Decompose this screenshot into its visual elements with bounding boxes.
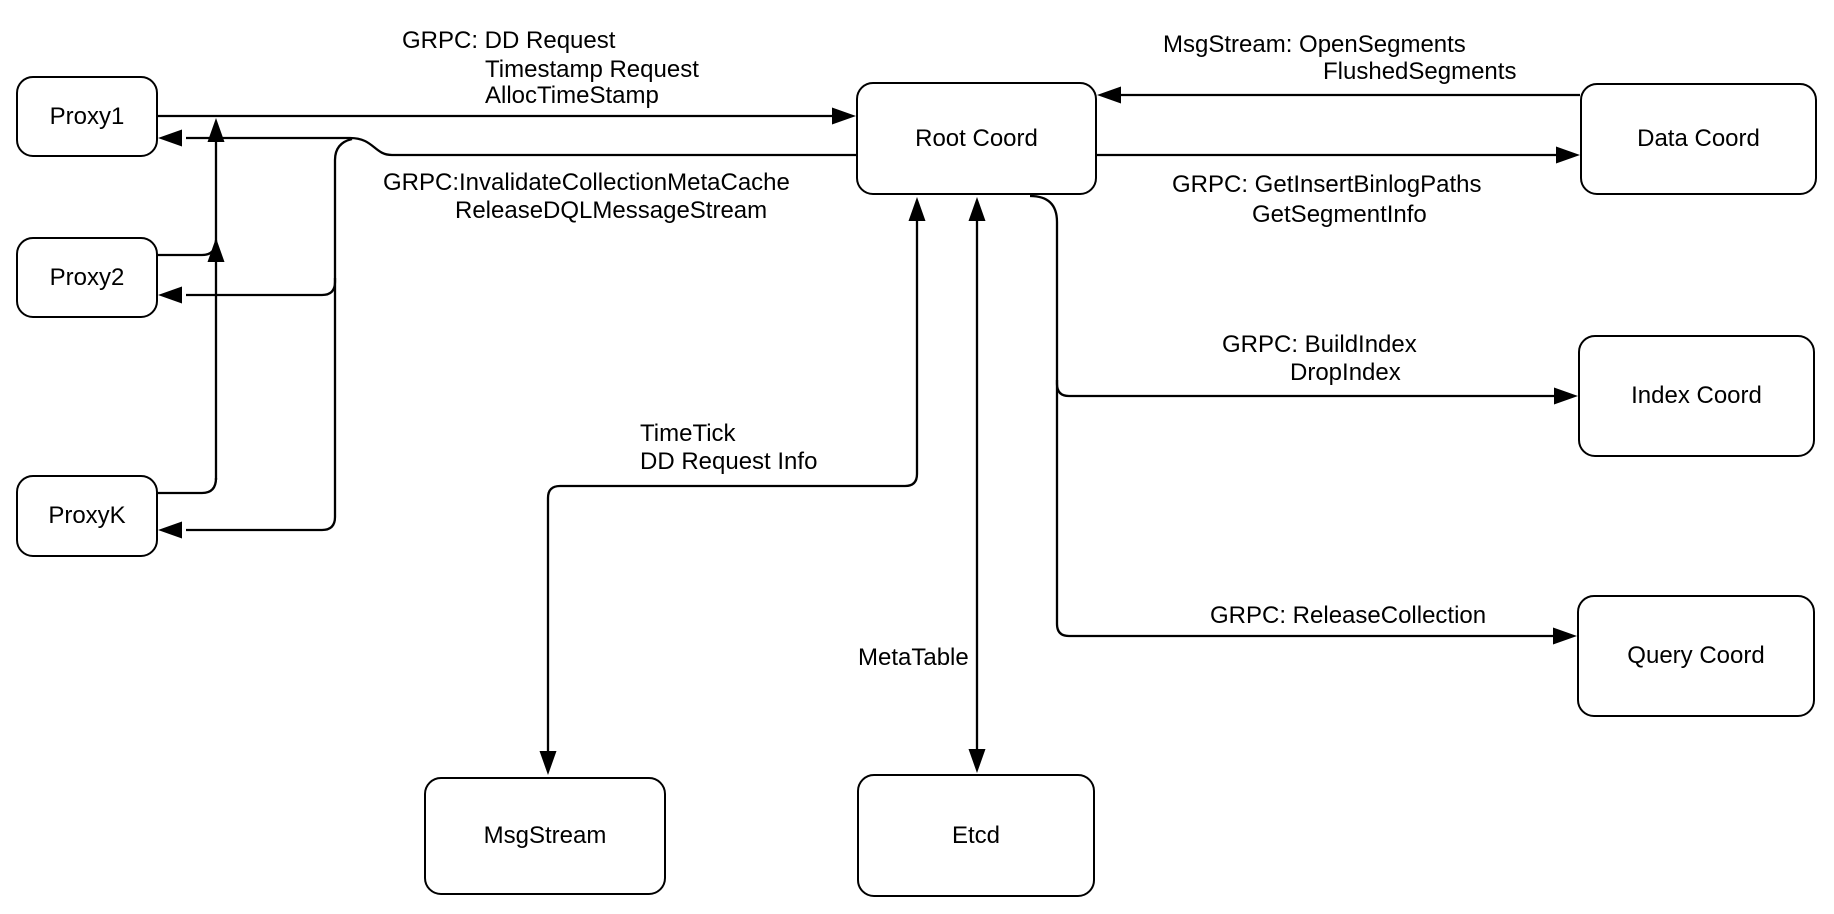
edge-root-to-proxy1 — [186, 136, 856, 157]
node-proxy1: Proxy1 — [16, 76, 158, 157]
arrowhead-into-msgstream — [539, 751, 557, 775]
label-proxy-to-root-line2: Timestamp Request — [485, 56, 699, 83]
edge-root-to-proxy2 — [186, 137, 353, 297]
label-root-to-query: GRPC: ReleaseCollection — [1210, 602, 1487, 629]
arrowhead-into-root-right — [1097, 86, 1121, 104]
label-root-to-proxies-line1: GRPC:InvalidateCollectionMetaCache — [383, 169, 790, 196]
node-msgstream: MsgStream — [424, 777, 666, 895]
arrowhead-into-proxy1 — [158, 129, 182, 147]
arrowhead-merge-top-up — [207, 118, 225, 142]
node-root-coord-label: Root Coord — [915, 124, 1038, 152]
node-data-coord: Data Coord — [1580, 83, 1817, 195]
node-query-coord: Query Coord — [1577, 595, 1815, 717]
edge-proxy2-feeder — [158, 239, 218, 257]
label-root-to-index-line2: DropIndex — [1290, 359, 1401, 386]
arrowhead-into-index — [1554, 387, 1578, 405]
arrowhead-into-etcd — [968, 749, 986, 773]
label-proxy-to-root-line1: GRPC: DD Request — [402, 27, 616, 54]
arrowhead-into-proxyk — [158, 521, 182, 539]
node-root-coord: Root Coord — [856, 82, 1097, 195]
node-proxyk-label: ProxyK — [48, 502, 126, 529]
node-etcd: Etcd — [857, 774, 1095, 897]
edge-root-to-proxyk — [186, 278, 337, 532]
node-proxy2-label: Proxy2 — [49, 263, 125, 291]
label-root-to-data-line2: GetSegmentInfo — [1252, 201, 1427, 228]
node-proxyk: ProxyK — [16, 475, 158, 557]
arrowhead-into-proxy2 — [158, 286, 182, 304]
node-etcd-label: Etcd — [951, 821, 1001, 849]
edge-proxyk-feeder — [158, 477, 218, 495]
node-index-coord-label: Index Coord — [1631, 382, 1762, 409]
arrowhead-merge-mid-up — [207, 238, 225, 262]
arrowhead-etcd-into-root — [968, 197, 986, 221]
arrowhead-into-data — [1556, 146, 1580, 164]
label-root-to-data-line1: GRPC: GetInsertBinlogPaths — [1172, 171, 1482, 198]
node-index-coord: Index Coord — [1578, 335, 1815, 457]
edge-root-to-query — [1055, 380, 1557, 638]
arrowhead-into-query — [1553, 627, 1577, 645]
label-root-etcd: MetaTable — [858, 644, 969, 671]
label-data-to-root-line1: MsgStream: OpenSegments — [1163, 31, 1466, 58]
node-query-coord-label: Query Coord — [1627, 642, 1765, 669]
node-proxy2: Proxy2 — [16, 237, 158, 318]
label-root-to-index-line1: GRPC: BuildIndex — [1222, 331, 1417, 358]
edge-root-msgstream — [546, 218, 919, 754]
node-data-coord-label: Data Coord — [1637, 125, 1760, 152]
arrowhead-into-root-left — [832, 107, 856, 125]
arrowhead-msgstream-into-root — [908, 197, 926, 221]
label-root-msgstream-line2: DD Request Info — [640, 448, 818, 475]
label-proxy-to-root-line3: AllocTimeStamp — [485, 82, 659, 109]
label-data-to-root-line2: FlushedSegments — [1323, 58, 1517, 85]
label-root-msgstream-line1: TimeTick — [640, 420, 736, 447]
node-proxy1-label: Proxy1 — [49, 102, 125, 130]
node-msgstream-label: MsgStream — [483, 822, 607, 849]
label-root-to-proxies-line2: ReleaseDQLMessageStream — [455, 197, 768, 224]
